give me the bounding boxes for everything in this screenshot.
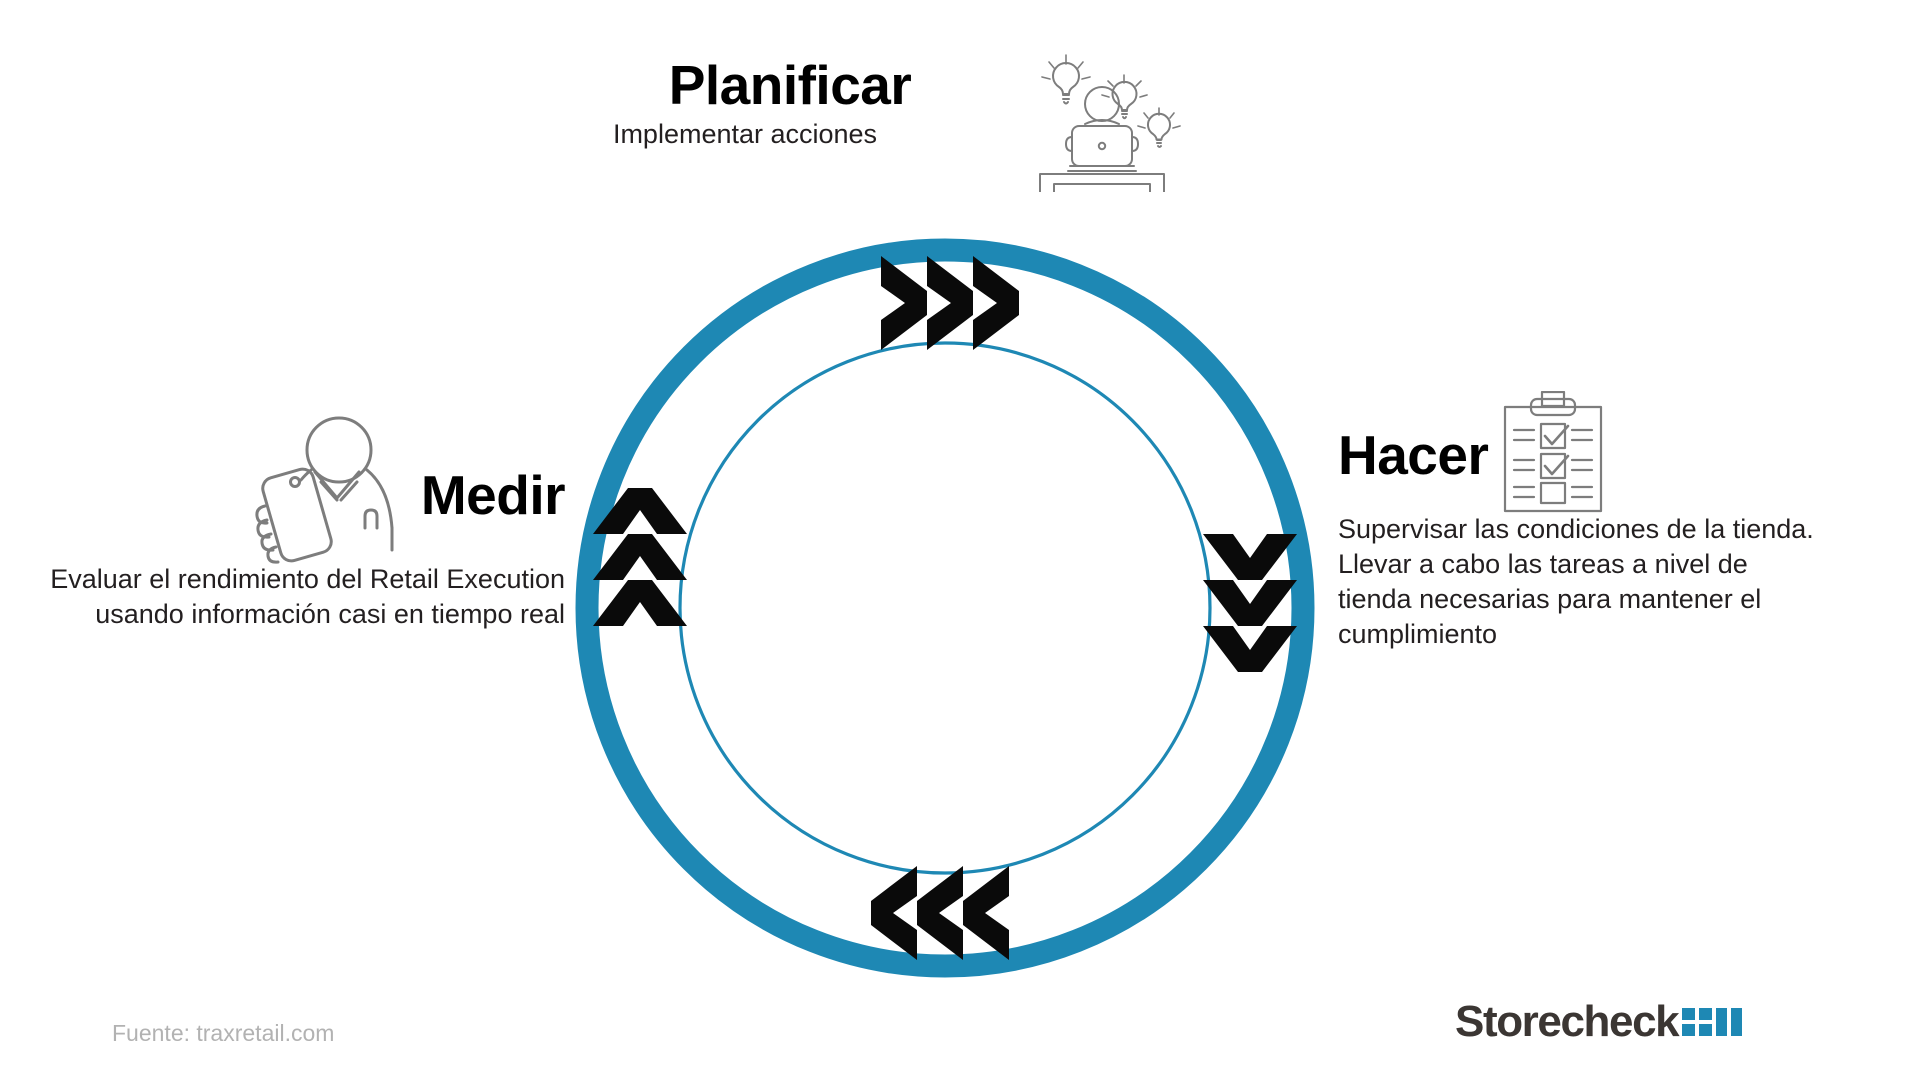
node-medir-description: Evaluar el rendimiento del Retail Execut… [50, 564, 565, 630]
source-note: Fuente: traxretail.com [112, 1020, 335, 1046]
node-medir: Medir Evaluar el rendimiento del Retail … [10, 416, 566, 632]
node-planificar-description: Implementar acciones [612, 119, 878, 149]
storecheck-grid-mark-icon [1682, 1008, 1743, 1036]
node-hacer-header: Hacer [1338, 390, 1828, 512]
cycle-diagram [575, 238, 1315, 978]
cycle-ring-graphic [575, 238, 1315, 978]
node-medir-header: Medir [10, 416, 566, 564]
chevron-right-icon [881, 256, 1019, 350]
chevron-left-icon [871, 866, 1009, 960]
inner-circle [678, 341, 1212, 875]
chevron-down-icon [1203, 534, 1297, 672]
node-planificar-title: Planificar [668, 54, 912, 116]
node-hacer-description: Supervisar las condiciones de la tienda.… [1338, 514, 1814, 650]
node-hacer: Hacer [1338, 390, 1828, 652]
logo-wordmark: Storecheck [1455, 997, 1680, 1046]
node-planificar-header: Planificar [560, 58, 1020, 113]
node-medir-title: Medir [420, 463, 566, 526]
clipboard-checklist-icon [1504, 390, 1603, 512]
storecheck-logo: Storecheck [1455, 1000, 1744, 1044]
node-planificar: Planificar Implementar acciones [560, 58, 1020, 152]
person-holding-phone-icon [255, 416, 394, 564]
person-at-desk-with-lightbulbs-icon [1039, 54, 1181, 192]
outer-ring [575, 238, 1315, 978]
chevron-up-icon [593, 488, 687, 626]
node-hacer-title: Hacer [1338, 423, 1489, 486]
